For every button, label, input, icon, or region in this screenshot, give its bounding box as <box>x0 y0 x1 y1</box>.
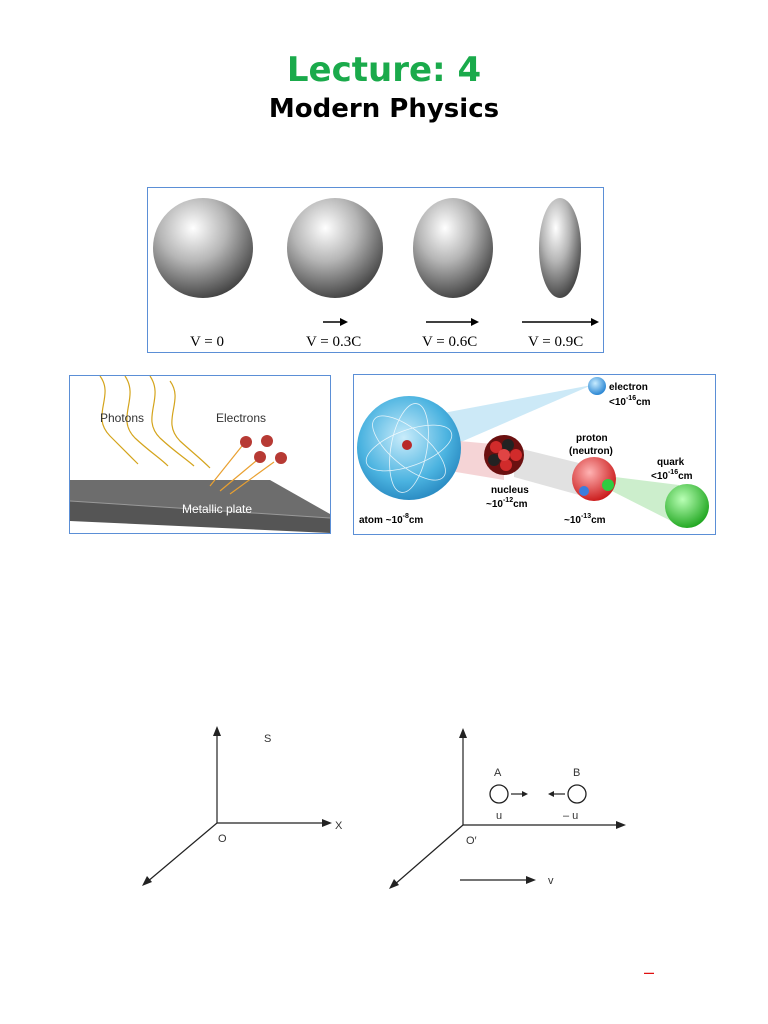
frame-sprime-z-axis <box>393 824 464 886</box>
proton-size: ~10-13cm <box>564 513 606 526</box>
photoelectric-figure: Photons Electrons Metallic plate <box>69 375 331 534</box>
frame-velocity-label: v <box>548 875 554 887</box>
nucleus-cluster <box>484 435 524 475</box>
electron-size: <10-16cm <box>609 395 651 408</box>
page-subtitle: Modern Physics <box>268 94 500 124</box>
metallic-plate-label: Metallic plate <box>182 502 252 516</box>
photoelectric-diagram: Photons Electrons Metallic plate <box>70 376 330 533</box>
reference-frames-figure: S O X O′ A B u – u v <box>130 720 630 900</box>
particle-a <box>489 784 509 804</box>
length-contraction-diagram: V = 0 V = 0.3C V = 0.6C V = 0.9C <box>153 198 599 350</box>
arrow-b <box>548 791 554 797</box>
electron-paths <box>209 445 275 495</box>
sphere-v03 <box>287 198 383 298</box>
photon-rays <box>99 376 211 469</box>
sphere-v0 <box>153 198 253 298</box>
nucleus-size: ~10-12cm <box>486 497 528 510</box>
velocity-a-label: u <box>496 810 502 822</box>
electron-particles <box>240 435 287 464</box>
quark-size: <10-16cm <box>651 469 693 482</box>
particle-b-label: B <box>573 767 580 779</box>
footer-mark: – <box>644 962 655 982</box>
label-v0: V = 0 <box>190 334 224 350</box>
zoom-beam-electron <box>422 385 592 445</box>
length-contraction-figure: V = 0 V = 0.3C V = 0.6C V = 0.9C <box>147 187 604 353</box>
photons-label: Photons <box>100 411 144 425</box>
arrow-v03 <box>340 318 348 326</box>
sphere-v06 <box>413 198 493 298</box>
quark-sphere <box>665 484 709 528</box>
atom-orbits <box>365 403 453 493</box>
frame-s-z-axis <box>146 822 218 883</box>
metal-plate-side <box>70 501 330 533</box>
atom-scale-figure: electron <10-16cm proton (neutron) quark… <box>353 374 716 535</box>
atom-scale-diagram: electron <10-16cm proton (neutron) quark… <box>357 377 709 528</box>
electron-label: electron <box>609 382 648 393</box>
reference-frames-diagram: S O X O′ A B u – u v <box>142 726 626 889</box>
quark-label: quark <box>657 457 685 468</box>
x-axis-label: X <box>335 820 343 832</box>
sphere-v09 <box>539 198 581 298</box>
electrons-label: Electrons <box>216 411 266 425</box>
zoom-beam-proton <box>514 447 579 495</box>
label-v06: V = 0.6C <box>422 334 477 350</box>
label-v09: V = 0.9C <box>528 334 583 350</box>
metal-plate-top <box>70 480 330 518</box>
arrow-v06 <box>471 318 479 326</box>
origin-sprime-label: O′ <box>466 835 477 847</box>
atom-size: atom ~10-8cm <box>359 513 423 526</box>
arrow-a <box>522 791 528 797</box>
frame-s-label: S <box>264 733 271 745</box>
proton-sphere <box>572 457 616 501</box>
neutron-label: (neutron) <box>569 446 613 457</box>
label-v03: V = 0.3C <box>306 334 361 350</box>
proton-label: proton <box>576 433 608 444</box>
zoom-beam-quark <box>599 475 679 525</box>
particle-b <box>567 784 587 804</box>
particle-a-label: A <box>494 767 502 779</box>
origin-s-label: O <box>218 833 227 845</box>
nucleus-label: nucleus <box>491 485 529 496</box>
page-title: Lecture: 4 <box>286 50 482 90</box>
electron-sphere <box>588 377 606 395</box>
arrow-v09 <box>591 318 599 326</box>
velocity-b-label: – u <box>563 810 578 822</box>
